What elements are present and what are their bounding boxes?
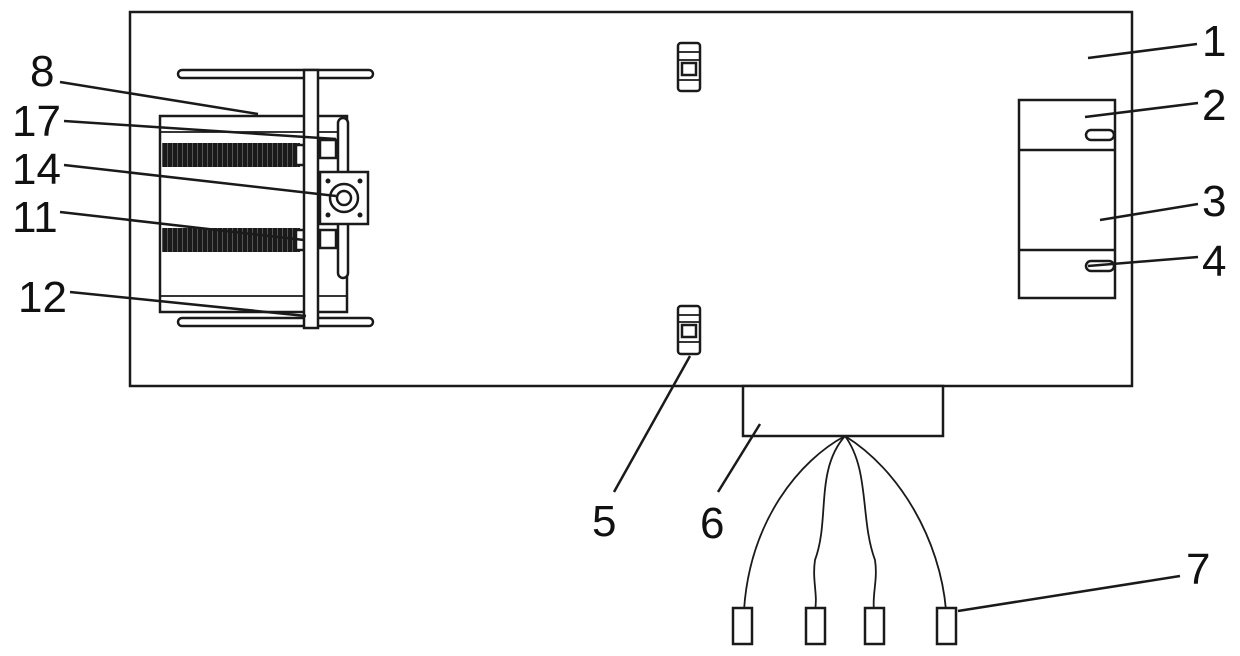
connector-box: [743, 386, 943, 436]
label-5: 5: [592, 497, 616, 546]
label-1: 1: [1202, 17, 1226, 66]
upper-marker: [678, 43, 700, 91]
bottom-rail: [178, 318, 373, 326]
cables: [744, 436, 946, 610]
label-14: 14: [12, 145, 61, 194]
probe-1: [733, 608, 752, 644]
probe-2: [806, 608, 825, 644]
label-8: 8: [30, 47, 54, 96]
lower-marker: [678, 306, 700, 354]
upper-slot: [1086, 130, 1114, 140]
label-2: 2: [1202, 81, 1226, 130]
crossbar: [304, 70, 318, 328]
label-4: 4: [1202, 237, 1226, 286]
right-panel: [1019, 100, 1115, 298]
label-7: 7: [1186, 545, 1210, 594]
label-17: 17: [12, 97, 61, 146]
probe-4: [937, 608, 956, 644]
label-6: 6: [700, 499, 724, 548]
label-12: 12: [18, 273, 67, 322]
top-rail: [178, 70, 373, 78]
label-3: 3: [1202, 177, 1226, 226]
upper-spring: [162, 143, 304, 167]
label-11: 11: [12, 193, 58, 242]
probe-3: [865, 608, 884, 644]
